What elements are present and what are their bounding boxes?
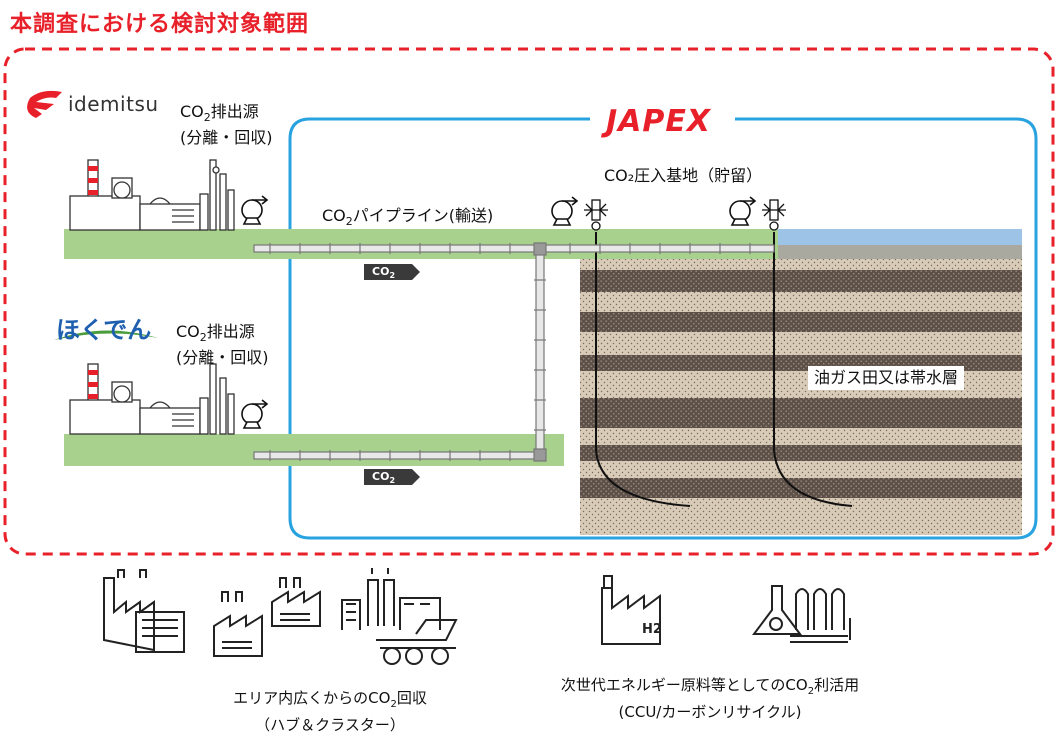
well-1 xyxy=(595,232,691,507)
pump-2-icon xyxy=(241,399,269,429)
source-1-label: CO2排出源 (分離・回収) xyxy=(180,102,273,148)
source-2-label: CO2排出源 (分離・回収) xyxy=(176,322,269,368)
co2-arrow-lower xyxy=(364,469,420,485)
reservoir-label: 油ガス田又は帯水層 xyxy=(808,366,965,390)
wellhead-1-icon xyxy=(584,199,608,231)
well-2 xyxy=(773,232,853,507)
plant-1-icon xyxy=(69,159,235,231)
wellhead-2-icon xyxy=(762,199,786,231)
factory-cluster-icon xyxy=(103,568,458,665)
co2-arrow-lower-label: CO2 xyxy=(372,470,396,486)
ccu-caption: 次世代エネルギー原料等としてのCO2利活用 (CCU/カーボンリサイクル) xyxy=(560,676,860,721)
japex-frame xyxy=(288,117,1038,540)
injection-base-label: CO₂圧入基地（貯留） xyxy=(604,166,763,185)
strata xyxy=(580,259,1022,535)
plant-2-icon xyxy=(69,363,235,435)
sea xyxy=(778,229,1022,245)
h2-label: H2 xyxy=(642,622,662,637)
pipeline-label: CO2パイプライン(輸送) xyxy=(322,206,494,229)
japex-logo: JAPEX xyxy=(600,104,717,139)
hokuden-swoosh-icon xyxy=(54,330,158,340)
pump-4-icon xyxy=(729,196,757,226)
pump-3-icon xyxy=(551,196,579,226)
idemitsu-logo-text: idemitsu xyxy=(68,92,159,116)
h2-factory-icon xyxy=(601,575,661,645)
study-scope-frame xyxy=(3,47,1055,556)
hub-cluster-caption: エリア内広くからのCO2回収 （ハブ＆クラスター） xyxy=(233,689,427,734)
pump-1-icon xyxy=(241,195,269,225)
ground-upper xyxy=(64,229,778,259)
page-title: 本調査における検討対象範囲 xyxy=(10,12,310,37)
co2-arrow-upper-label: CO2 xyxy=(372,265,396,281)
pipeline xyxy=(253,242,775,462)
chemical-plant-icon xyxy=(752,585,851,643)
hokuden-logo-text: ほくでん xyxy=(56,316,152,344)
ground-lower xyxy=(64,434,564,466)
co2-arrow-upper xyxy=(364,264,420,280)
idemitsu-logo-icon xyxy=(27,90,62,118)
